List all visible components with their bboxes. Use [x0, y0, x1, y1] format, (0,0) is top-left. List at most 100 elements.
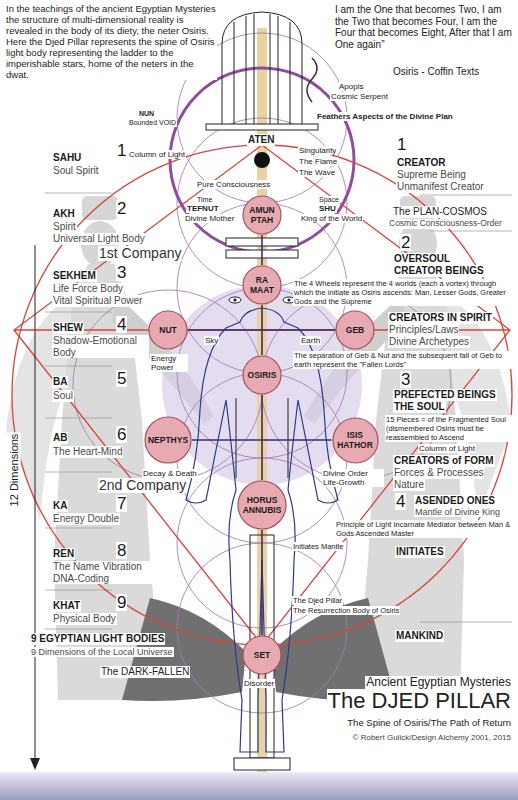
- copyright-text: © Robert Gulick/Design Alchemy 2001, 201…: [352, 733, 512, 742]
- red-diamond: [14, 145, 510, 645]
- figure-label: Divine Order Life-Growth: [322, 469, 384, 487]
- body-name: BA: [52, 376, 68, 388]
- spine-connector: [261, 395, 263, 480]
- figure-label: Disorder: [243, 679, 275, 688]
- figure-label: Singularity: [298, 146, 337, 155]
- body-description: Shadow-Emotional Body: [52, 335, 149, 358]
- flower-circle: [177, 373, 347, 543]
- callout-number: 4: [395, 493, 406, 510]
- circle-shape: [243, 356, 281, 394]
- body-description: Physical Body: [52, 613, 117, 625]
- dimension-arrow: [30, 245, 40, 770]
- row-line: [420, 195, 512, 196]
- company-label: 1st Company: [98, 246, 182, 261]
- deity-name: AMUN: [249, 205, 275, 215]
- body-name: AKH: [52, 208, 76, 220]
- body-description: Cosmic Consciousness-Order: [388, 219, 503, 229]
- serpent-symbol: [307, 58, 317, 102]
- figure-label: Bounded VOID: [128, 119, 177, 127]
- note-text: The separation of Geb & Nut and the subs…: [293, 351, 515, 369]
- row-lines: [45, 193, 512, 629]
- body-description: Soul Spirit: [52, 165, 100, 177]
- callout-number: 3: [116, 264, 127, 281]
- spine-connector: [192, 439, 332, 441]
- being-name: CREATOR BEINGS: [393, 265, 485, 277]
- figure-label: King of the World: [300, 214, 363, 223]
- being-name: The DARK-FALLEN: [100, 666, 190, 678]
- deity-name: RA: [250, 275, 274, 285]
- body-description: Soul: [52, 390, 74, 402]
- being-name: CREATOR: [396, 157, 447, 169]
- deity-circle: RAMAAT: [242, 265, 282, 305]
- figure-label: TEFNUT: [186, 204, 220, 213]
- body-description: Universal Light Body: [52, 233, 146, 245]
- figure-label: SHU: [318, 204, 337, 213]
- deity-circle: NEPTHYS: [144, 416, 192, 464]
- body-description: Vital Spiritual Power: [52, 295, 143, 307]
- pupil: [287, 298, 290, 301]
- aten-ring: [170, 68, 354, 252]
- circle-shape: [238, 481, 286, 529]
- row-line: [45, 472, 112, 473]
- soul-sphere: [162, 285, 362, 485]
- circle-shape: [333, 418, 378, 463]
- body-description: Unmanifest Creator: [396, 181, 485, 193]
- figure-label: Apopis: [338, 82, 364, 91]
- deity-name: GEB: [346, 325, 364, 335]
- red-geometry: [12, 145, 512, 645]
- quote-text: Osiris - Coffin Texts: [392, 66, 480, 78]
- deity-circle: SET: [242, 635, 282, 675]
- circle-shape: [336, 311, 374, 349]
- deity-name: HORUS: [243, 495, 282, 505]
- body-description: Energy Double: [52, 513, 120, 525]
- deity-name: SET: [254, 650, 271, 660]
- feather-lines: [234, 14, 290, 124]
- being-name: MANKIND: [395, 630, 444, 642]
- circle-shape: [243, 266, 281, 304]
- figure-label: Space: [318, 196, 340, 204]
- body-name: SEKHEM: [52, 270, 97, 282]
- callout-number: 2: [400, 234, 411, 251]
- body-name: KHAT: [52, 600, 81, 612]
- note-text: The Resurrection Body of Osiris: [292, 606, 400, 615]
- body-description: Mantle of Divine King: [414, 507, 501, 517]
- deity-name: NUT: [159, 325, 176, 335]
- body-name: 9 EGYPTIAN LIGHT BODIES: [30, 633, 165, 645]
- ground-band: [0, 772, 518, 800]
- body-description: Life Force Body: [52, 283, 124, 295]
- figure-label: Earth: [300, 336, 321, 345]
- crown-base: [206, 124, 318, 130]
- deity-name: ANNUBIS: [243, 505, 282, 515]
- being-name: The PLAN-COSMOS: [392, 206, 488, 218]
- crown-outline: [222, 12, 302, 126]
- being-name: OVERSOUL: [393, 253, 451, 265]
- spine-connector: [261, 530, 263, 635]
- flower-circle: [177, 118, 347, 288]
- deity-circle: HORUSANNUBIS: [237, 480, 287, 530]
- credit-text: Ancient Egyptian Mysteries: [365, 676, 512, 690]
- callout-number: 2: [116, 200, 127, 217]
- callout-number: 5: [116, 370, 127, 387]
- row-line: [45, 590, 112, 591]
- callout-number: 9: [116, 594, 127, 611]
- body-description: Principles/Laws: [388, 324, 459, 336]
- circle-shape: [243, 636, 281, 674]
- body-description: The Heart-Mind: [52, 446, 123, 458]
- deity-circle: AMUNPTAH: [242, 195, 282, 235]
- figure-label: Decay & Death: [142, 469, 198, 478]
- figure-label: Divine Mother: [184, 214, 235, 223]
- circle-shape: [145, 417, 191, 463]
- deity-circle: OSIRIS: [242, 355, 282, 395]
- row-line: [420, 622, 512, 623]
- figure-label: The Wave: [298, 168, 336, 177]
- callout-number: 1: [116, 142, 127, 159]
- feather-crown: [206, 12, 318, 130]
- row-line: [45, 629, 112, 630]
- callout-number: 1: [396, 136, 407, 153]
- deity-name: NEPTHYS: [148, 435, 188, 445]
- figure-label: Sky: [204, 336, 219, 345]
- figure-label: Energy Power: [150, 354, 188, 372]
- body-name: REN: [52, 548, 75, 560]
